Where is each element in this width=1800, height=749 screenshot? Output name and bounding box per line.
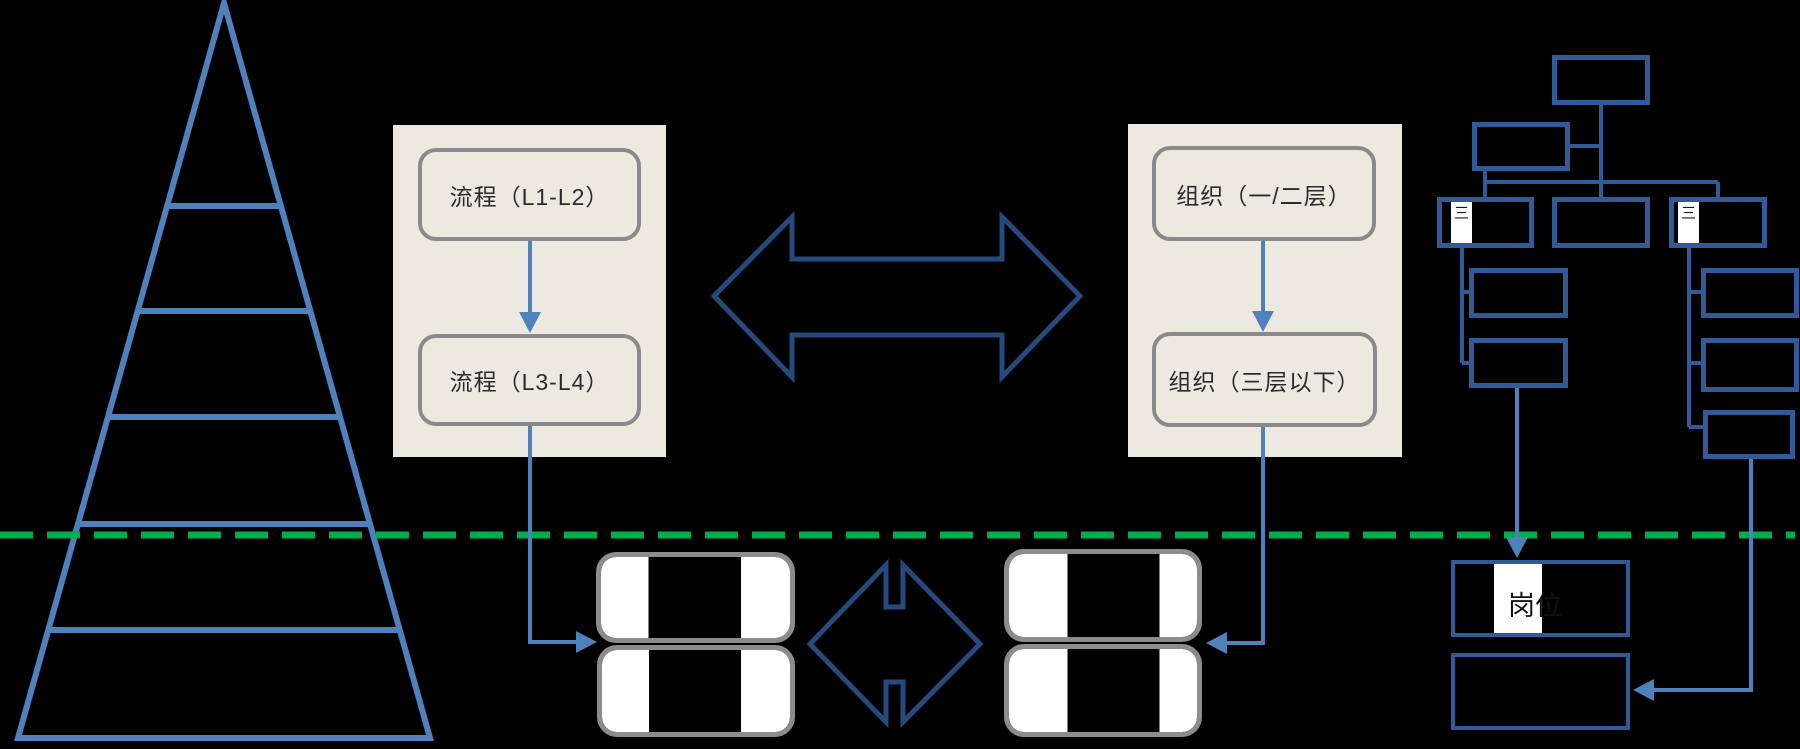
pyramid-outline [14, 0, 434, 741]
process-box-l3-l4: 流程（L3-L4） [418, 334, 641, 426]
org-box-level3-label: 组织（三层以下） [1168, 368, 1361, 395]
org-chart-l3-right-highlight: 三 [1678, 202, 1699, 243]
org-chart-l3-right-tag: 三 [1680, 205, 1696, 222]
post-box-highlight [1494, 564, 1542, 633]
process-box-l1-l2-label: 流程（L1-L2） [449, 183, 610, 210]
org-chart-right-sub-box-3 [1703, 410, 1795, 459]
org-chart-l2-box [1472, 122, 1570, 171]
org-capsule-top [1004, 549, 1202, 642]
org-box-level3: 组织（三层以下） [1152, 332, 1377, 427]
org-chart-l3-left-box [1437, 197, 1534, 248]
org-chart-l3-middle-box [1552, 197, 1650, 248]
post-box [1451, 560, 1630, 637]
big-double-arrow [710, 210, 1084, 384]
org-to-capsule-connector [1219, 426, 1265, 645]
org-chart-right-sub-box-2 [1701, 338, 1799, 392]
diamond-double-arrow [806, 558, 984, 729]
pyramid [14, 0, 434, 741]
org-chart-l3-left-highlight: 三 [1451, 202, 1472, 243]
process-to-capsule-connector [528, 426, 584, 644]
org-chart-lines [1460, 105, 1720, 429]
process-capsule-top [596, 552, 795, 643]
org-capsule-bottom [1004, 644, 1202, 737]
orgchart-to-post-arrowhead [1506, 537, 1528, 558]
org-box-level1-2-label: 组织（一/二层） [1176, 182, 1352, 209]
org-down-arrowhead [1252, 311, 1274, 332]
post-box-label: 岗位 [1508, 591, 1562, 621]
process-down-arrowhead [519, 312, 541, 333]
org-box-level1-2: 组织（一/二层） [1152, 146, 1376, 241]
process-box-l3-l4-label: 流程（L3-L4） [449, 369, 610, 395]
orgchart-to-bottom-arrowhead [1633, 679, 1654, 701]
org-chart-right-sub-box-1 [1701, 268, 1799, 318]
org-chart-l3-right-box [1669, 197, 1767, 248]
org-chart-left-sub-box-2 [1469, 338, 1568, 388]
org-chart-l3-left-tag: 三 [1453, 205, 1469, 222]
org-chart-root-box [1552, 55, 1650, 105]
bottom-right-box [1451, 653, 1630, 730]
orgchart-to-bottom-connector [1647, 459, 1753, 692]
process-capsule-bottom [597, 645, 795, 737]
connectors [519, 241, 1753, 701]
process-to-capsule-arrowhead [576, 631, 597, 653]
process-box-l1-l2: 流程（L1-L2） [418, 148, 641, 241]
org-to-capsule-arrowhead [1206, 632, 1227, 654]
org-chart-left-sub-box-1 [1469, 268, 1568, 318]
